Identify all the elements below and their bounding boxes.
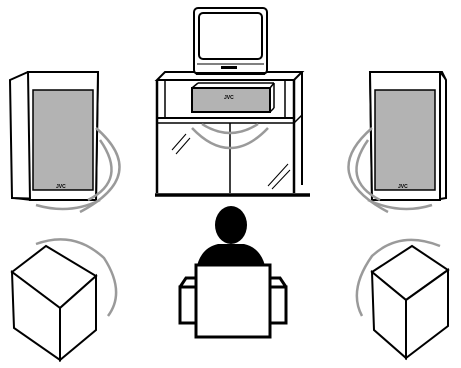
listener-icon (180, 206, 286, 337)
television-icon (194, 8, 267, 75)
receiver-brand-label: JVC (224, 95, 234, 101)
front-right-brand-label: JVC (398, 184, 408, 190)
rear-left-speaker-icon (12, 246, 96, 360)
front-left-brand-label: JVC (56, 184, 66, 190)
av-receiver-icon: JVC (192, 83, 274, 112)
rear-right-speaker-icon (372, 246, 448, 358)
front-left-speaker-icon: JVC (10, 72, 98, 200)
front-right-speaker-icon: JVC (370, 72, 446, 200)
